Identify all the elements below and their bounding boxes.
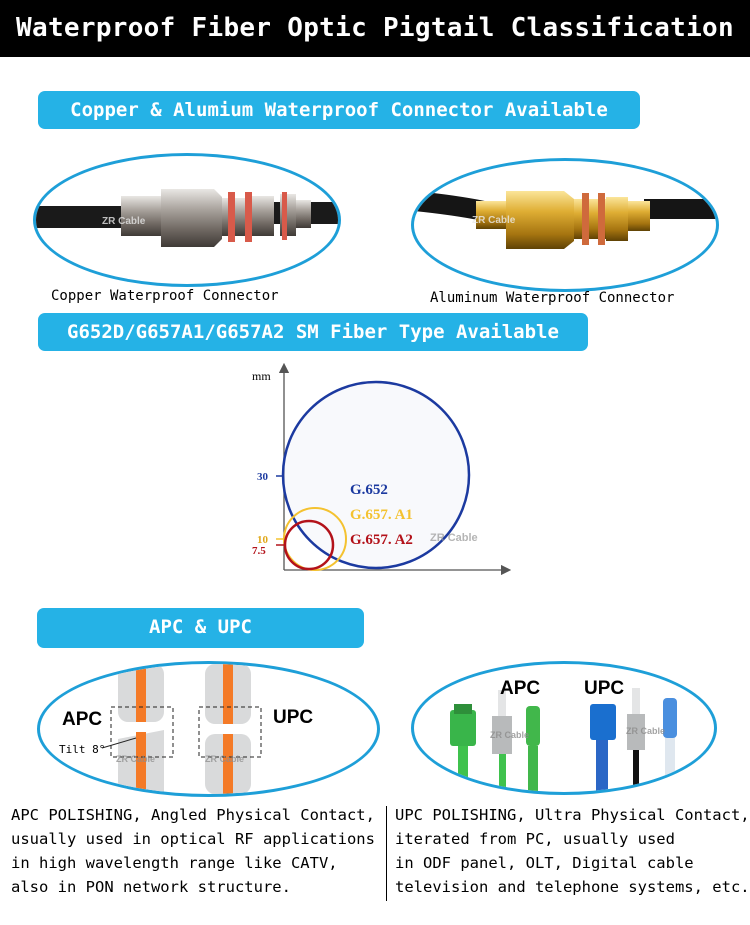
watermark-connectors-1: ZR Cable [490, 730, 529, 740]
tilt-label: Tilt 8° [59, 743, 105, 756]
connectors-illustration: APC UPC ZR Cable ZR Cable [450, 678, 677, 792]
upc-description-line: iterated from PC, usually used [395, 830, 675, 848]
section-heading-polishing-text: APC & UPC [149, 616, 252, 638]
watermark-diagram: ZR Cable [430, 532, 478, 544]
upc-label-diagram: UPC [273, 707, 313, 728]
watermark-endface-1: ZR Cable [116, 754, 155, 764]
watermark-endface-2: ZR Cable [205, 754, 244, 764]
copper-connector-illustration: ZR Cable [36, 189, 338, 247]
aluminum-connector-photo: ZR Cable [411, 158, 719, 292]
copper-connector-photo: ZR Cable [33, 153, 341, 287]
apc-description: APC POLISHING, Angled Physical Contact, … [11, 803, 375, 899]
apc-description-line: in high wavelength range like CATV, [11, 854, 338, 872]
section-heading-fiber-types-text: G652D/G657A1/G657A2 SM Fiber Type Availa… [67, 321, 559, 343]
apc-upc-endface-diagram: APC UPC Tilt 8° ZR Cable ZR Cable [37, 661, 380, 797]
copper-connector-caption: Copper Waterproof Connector [51, 288, 279, 304]
upc-description-line: UPC POLISHING, Ultra Physical Contact, [395, 806, 750, 824]
label-g657a1: G.657. A1 [350, 507, 413, 523]
apc-description-line: also in PON network structure. [11, 878, 291, 896]
apc-upc-connectors-photo: APC UPC ZR Cable ZR Cable [411, 661, 717, 795]
watermark-copper: ZR Cable [102, 216, 146, 227]
section-heading-connectors-text: Copper & Alumium Waterproof Connector Av… [70, 99, 608, 121]
column-divider [386, 806, 387, 901]
tick-label-30: 30 [257, 471, 269, 483]
label-g652: G.652 [350, 482, 388, 498]
upc-description-line: in ODF panel, OLT, Digital cable [395, 854, 694, 872]
bend-radius-diagram: mm 30 10 7.5 G.652 G.657. A1 G.657. A2 Z… [252, 362, 512, 576]
axis-unit-label: mm [252, 369, 271, 383]
tick-label-7.5: 7.5 [252, 545, 266, 557]
g652-circle [281, 380, 471, 570]
g657a2-circle [283, 519, 335, 571]
aluminum-connector-illustration: ZR Cable [414, 191, 716, 249]
upc-label-photo: UPC [584, 678, 624, 699]
apc-description-line: APC POLISHING, Angled Physical Contact, [11, 806, 375, 824]
section-heading-connectors: Copper & Alumium Waterproof Connector Av… [38, 91, 640, 129]
upc-description: UPC POLISHING, Ultra Physical Contact, i… [395, 803, 750, 899]
section-heading-fiber-types: G652D/G657A1/G657A2 SM Fiber Type Availa… [38, 313, 588, 351]
apc-label-diagram: APC [62, 709, 102, 730]
watermark-connectors-2: ZR Cable [626, 726, 665, 736]
page-title: Waterproof Fiber Optic Pigtail Classific… [0, 0, 750, 57]
upc-description-line: television and telephone systems, etc. [395, 878, 750, 896]
endface-illustration: APC UPC Tilt 8° ZR Cable ZR Cable [59, 664, 313, 794]
watermark-aluminum: ZR Cable [472, 215, 516, 226]
section-heading-polishing: APC & UPC [37, 608, 364, 648]
label-g657a2: G.657. A2 [350, 532, 413, 548]
apc-label-photo: APC [500, 678, 540, 699]
tick-label-10: 10 [257, 534, 269, 546]
apc-description-line: usually used in optical RF applications [11, 830, 375, 848]
aluminum-connector-caption: Aluminum Waterproof Connector [430, 290, 675, 306]
